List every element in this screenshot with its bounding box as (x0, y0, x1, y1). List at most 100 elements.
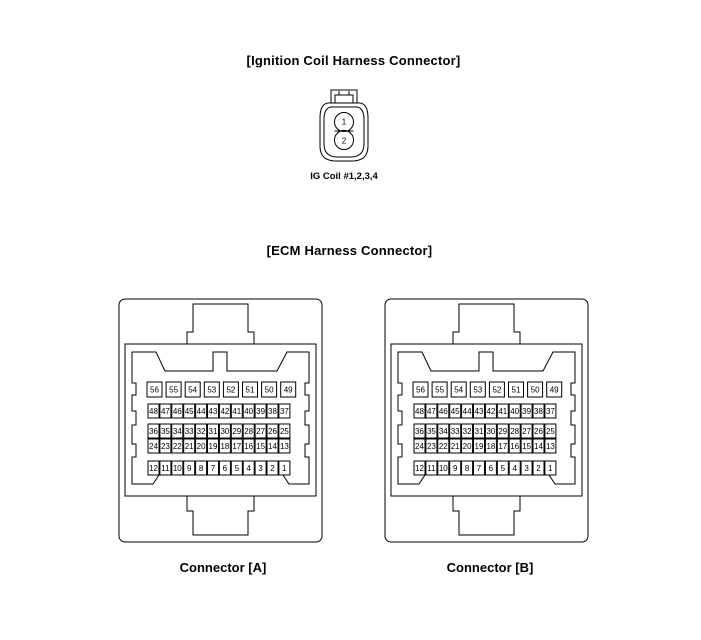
pin-cell (520, 438, 533, 454)
pin-number: 56 (416, 386, 425, 395)
pin-number: 5 (501, 464, 506, 473)
pin-cell (280, 381, 297, 398)
pin-cell (520, 403, 533, 419)
ig-coil-label: IG Coil #1,2,3,4 (310, 171, 378, 182)
pin-number: 55 (169, 386, 178, 395)
pin-number: 34 (173, 427, 182, 436)
pin-cell (508, 381, 524, 398)
pin-cell (413, 423, 426, 439)
pin-cell (473, 438, 485, 454)
pin-cell (278, 460, 291, 476)
pin-number: 50 (531, 386, 540, 395)
pin-number: 43 (475, 407, 484, 416)
pin-cell (544, 438, 557, 454)
pin-cell (171, 403, 184, 419)
pin-number: 27 (256, 427, 265, 436)
pin-cell (449, 438, 462, 454)
pin-cell (544, 403, 557, 419)
pin-cell (218, 438, 231, 454)
pin-cell (469, 381, 486, 398)
pin-number: 8 (465, 464, 470, 473)
pin-cell (230, 438, 243, 454)
bottom-latch (186, 495, 255, 536)
pin-cell (484, 460, 497, 476)
pin-number: 3 (524, 464, 529, 473)
pin-cell (449, 460, 462, 476)
pin-number: 35 (161, 427, 170, 436)
pin-number: 39 (256, 407, 265, 416)
pin-cell (437, 460, 450, 476)
pin-cell (437, 423, 450, 439)
pin-cell (488, 381, 505, 398)
pin-cell (496, 460, 509, 476)
pin-number: 15 (522, 442, 531, 451)
pin-cell (473, 423, 485, 439)
pin-number: 54 (188, 386, 197, 395)
pin-number: 41 (498, 407, 507, 416)
pin-cell (449, 403, 462, 419)
pin-cell (222, 381, 239, 398)
pin-number: 24 (149, 442, 158, 451)
ignition-coil-connector (319, 89, 369, 162)
pin-cell (242, 438, 255, 454)
pin-number: 33 (185, 427, 194, 436)
pin-cell (508, 438, 521, 454)
top-latch (186, 303, 255, 348)
pin-number: 19 (209, 442, 218, 451)
pin-number: 25 (280, 427, 289, 436)
pin-cell (203, 381, 220, 398)
pin-cavity-outline (397, 351, 576, 485)
pin-number: 4 (246, 464, 251, 473)
pin-number: 24 (415, 442, 424, 451)
pin-number: 21 (451, 442, 460, 451)
pin-cell (532, 460, 545, 476)
pin-number: 35 (427, 427, 436, 436)
pin-cell (278, 403, 291, 419)
pin-cell (183, 403, 196, 419)
pin-number: 46 (173, 407, 182, 416)
pin-cell (508, 460, 521, 476)
pin-number: 18 (220, 442, 229, 451)
pin-cell (183, 423, 196, 439)
pin-cell (195, 423, 208, 439)
pin-cell (520, 423, 533, 439)
pin-number: 38 (534, 407, 543, 416)
pin-number: 49 (284, 386, 293, 395)
pin-cell (437, 438, 450, 454)
pin-number: 6 (489, 464, 494, 473)
pin-cell (484, 403, 497, 419)
pin-number: 2 (270, 464, 275, 473)
pin-cell (520, 460, 533, 476)
pin-cell (473, 403, 485, 419)
pin-cell (242, 460, 255, 476)
pin-cell (165, 381, 182, 398)
pin-number: 22 (173, 442, 182, 451)
pin-number: 34 (439, 427, 448, 436)
pin-cell (532, 403, 545, 419)
pin-cell (242, 423, 255, 439)
pin-number: 22 (439, 442, 448, 451)
pin-number: 51 (512, 386, 521, 395)
pin-cell (261, 381, 278, 398)
pin-cell (230, 403, 243, 419)
pin-cell (484, 438, 497, 454)
pin-cell (266, 403, 279, 419)
pin-cell (532, 423, 545, 439)
pin-cell (147, 438, 160, 454)
pin-cell (254, 460, 267, 476)
pin-number: 16 (510, 442, 519, 451)
pin-number: 17 (232, 442, 241, 451)
pin-number: 40 (244, 407, 253, 416)
pin-cell (254, 403, 267, 419)
pin-number: 42 (486, 407, 495, 416)
pin-cell (496, 403, 509, 419)
pin-number: 20 (463, 442, 472, 451)
pin-cell (195, 460, 208, 476)
connector-a-label: Connector [A] (179, 560, 267, 575)
pin-number: 30 (486, 427, 495, 436)
pin-cell (159, 460, 172, 476)
pin-cell (146, 381, 163, 398)
pin-cell (266, 423, 279, 439)
pin-number: 45 (185, 407, 194, 416)
